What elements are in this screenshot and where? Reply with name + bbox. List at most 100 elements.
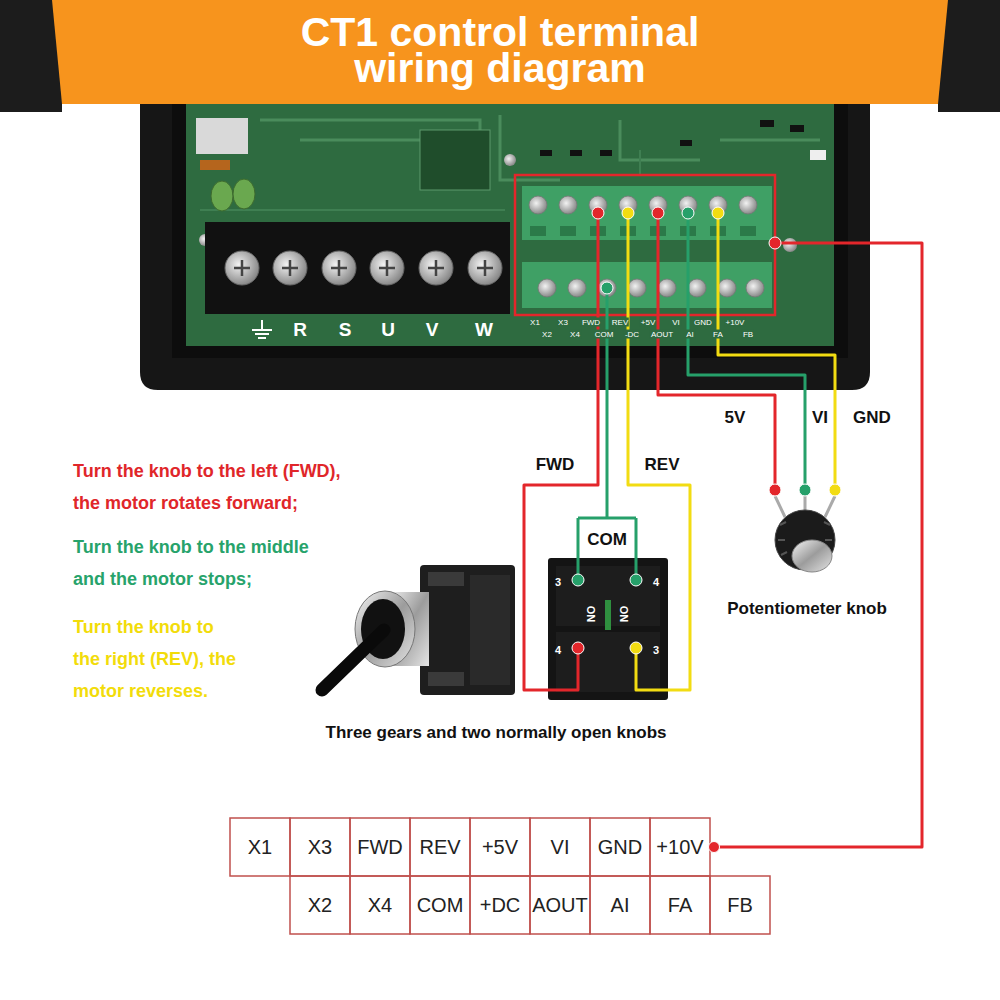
wire-dot bbox=[769, 237, 781, 249]
terminal-table bbox=[650, 818, 710, 876]
table-cell: REV bbox=[419, 836, 460, 859]
control-terminal-block bbox=[598, 279, 616, 297]
wire-label: 5V bbox=[725, 408, 746, 428]
wire-dot bbox=[652, 207, 664, 219]
control-terminal-block bbox=[688, 279, 706, 297]
pin-label: X3 bbox=[557, 318, 569, 327]
table-cell: FB bbox=[727, 894, 753, 917]
ground-symbol bbox=[252, 320, 272, 338]
wire bbox=[524, 213, 598, 690]
control-terminal-block bbox=[529, 196, 547, 214]
instruction-note: Turn the knob to the left (FWD), the mot… bbox=[73, 455, 353, 519]
circuit-board bbox=[200, 160, 230, 170]
terminal-letter: V bbox=[426, 319, 439, 341]
table-cell: COM bbox=[417, 894, 464, 917]
circuit-board bbox=[211, 181, 233, 211]
wire-dot bbox=[630, 574, 642, 586]
terminal-table bbox=[410, 818, 470, 876]
drive-housing bbox=[140, 60, 870, 390]
pin-label: X2 bbox=[541, 330, 553, 339]
wire-label: VI bbox=[812, 408, 828, 428]
pin-label: AI bbox=[685, 330, 695, 339]
circuit-board bbox=[186, 104, 834, 346]
control-terminal-block bbox=[522, 186, 772, 308]
control-terminal-block bbox=[718, 279, 736, 297]
table-cell: AOUT bbox=[532, 894, 588, 917]
switch-contact-body bbox=[605, 600, 611, 630]
terminal-table bbox=[350, 876, 410, 934]
selector-switch bbox=[322, 630, 384, 690]
potentiometer bbox=[775, 496, 835, 572]
switch-contact-body bbox=[548, 558, 668, 700]
circuit-board bbox=[680, 140, 692, 146]
drive-housing bbox=[172, 96, 848, 358]
contact-number: 3 bbox=[653, 644, 659, 657]
power-terminal-block bbox=[205, 222, 510, 314]
title-text: CT1 control terminal wiring diagram bbox=[285, 14, 715, 86]
caption: Potentiometer knob bbox=[727, 599, 887, 619]
instruction-note: Turn the knob to the middle and the moto… bbox=[73, 531, 323, 595]
circuit-board bbox=[186, 104, 834, 346]
wire-dot bbox=[572, 642, 584, 654]
table-cell: X3 bbox=[308, 836, 332, 859]
selector-switch bbox=[428, 572, 464, 586]
wire-dot bbox=[592, 207, 604, 219]
circuit-board bbox=[790, 125, 804, 132]
circuit-board bbox=[260, 115, 820, 180]
wire-label: GND bbox=[853, 408, 891, 428]
wire-dot bbox=[630, 642, 642, 654]
control-terminal-block bbox=[628, 279, 646, 297]
highlight-frame bbox=[515, 175, 775, 315]
wire-dot bbox=[572, 574, 584, 586]
wire-dot bbox=[601, 282, 613, 294]
table-cell: X2 bbox=[308, 894, 332, 917]
ground-symbol bbox=[252, 320, 272, 338]
wire-label: COM bbox=[587, 530, 627, 550]
power-terminal-block bbox=[225, 251, 502, 285]
wire bbox=[688, 213, 805, 490]
table-cell: X1 bbox=[248, 836, 272, 859]
pin-label: AOUT bbox=[650, 330, 674, 339]
control-terminal-block bbox=[529, 196, 764, 297]
power-terminal-block bbox=[205, 222, 510, 314]
control-terminal-block bbox=[560, 226, 576, 236]
wire-dot bbox=[829, 484, 841, 496]
terminal-table bbox=[410, 876, 470, 934]
selector-switch bbox=[428, 672, 464, 686]
terminal-table bbox=[470, 876, 530, 934]
table-cell: FWD bbox=[357, 836, 403, 859]
wire-dot bbox=[712, 207, 724, 219]
contact-number: 4 bbox=[653, 576, 659, 589]
selector-switch bbox=[420, 565, 515, 695]
pin-label: -DC bbox=[624, 330, 640, 339]
pin-label: +10V bbox=[725, 318, 746, 327]
drive-housing bbox=[0, 0, 1000, 390]
wire-label: REV bbox=[645, 455, 680, 475]
pin-label: COM bbox=[594, 330, 615, 339]
terminal-table bbox=[230, 818, 290, 876]
wire-label: FWD bbox=[536, 455, 575, 475]
control-terminal-block bbox=[522, 186, 772, 240]
table-cell: X4 bbox=[368, 894, 392, 917]
control-terminal-block bbox=[538, 279, 556, 297]
control-terminal-block bbox=[658, 279, 676, 297]
terminal-letter: R bbox=[293, 319, 307, 341]
pin-label: GND bbox=[693, 318, 713, 327]
contact-number: NO bbox=[618, 606, 631, 623]
highlight-frame bbox=[515, 175, 775, 315]
terminal-table bbox=[470, 818, 530, 876]
table-cell: AI bbox=[611, 894, 630, 917]
table-cell: FA bbox=[668, 894, 692, 917]
wire-dot bbox=[799, 484, 811, 496]
terminal-table bbox=[350, 818, 410, 876]
table-cell: GND bbox=[598, 836, 642, 859]
wire-dot bbox=[709, 842, 720, 853]
pin-label: FB bbox=[742, 330, 754, 339]
circuit-board bbox=[600, 150, 612, 156]
control-terminal-block bbox=[568, 279, 586, 297]
terminal-table bbox=[650, 876, 710, 934]
instruction-note: Turn the knob to the right (REV), the mo… bbox=[73, 611, 243, 707]
wire-dot bbox=[622, 207, 634, 219]
table-cell: +5V bbox=[482, 836, 518, 859]
terminal-letter: W bbox=[475, 319, 493, 341]
